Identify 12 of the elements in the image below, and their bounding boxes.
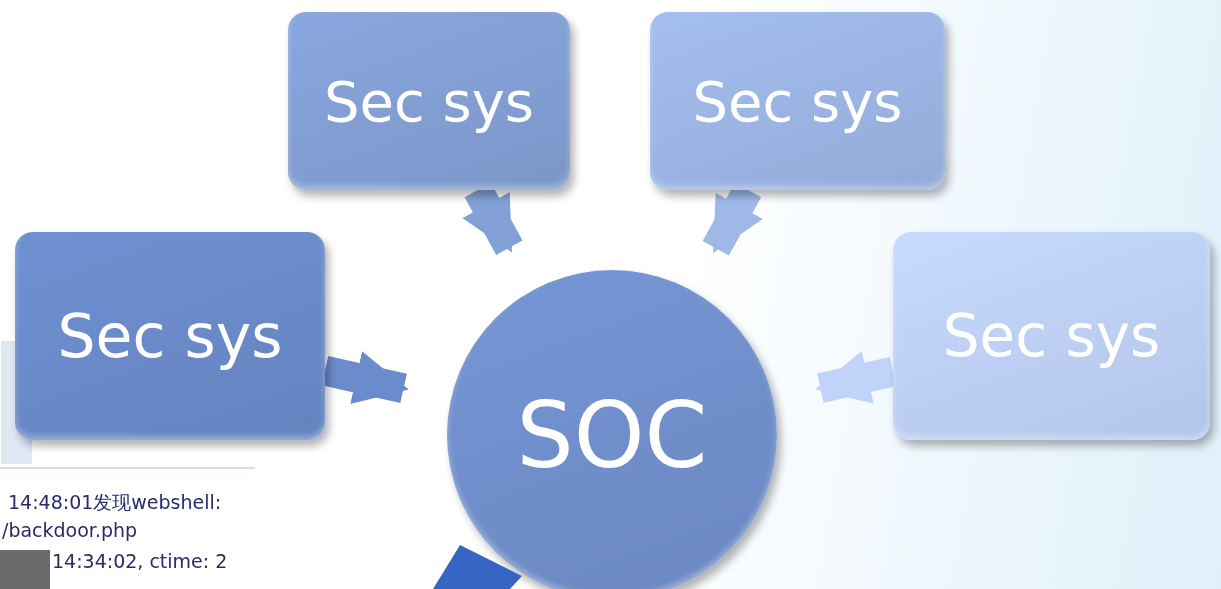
node-label: Sec sys [942, 302, 1161, 370]
log-text: /backdoor.php [2, 519, 138, 541]
log-text: 14:34:02, ctime: 2 [52, 550, 228, 572]
node-label: Sec sys [692, 68, 903, 134]
log-text: 14:48:01发现webshell: [8, 490, 222, 515]
system-box [288, 12, 570, 190]
node-label: Sec sys [323, 68, 535, 134]
node-label: SOC [516, 382, 708, 488]
node-label: Sec sys [57, 301, 283, 371]
system-box [15, 232, 325, 440]
system-box [893, 232, 1210, 440]
system-box [650, 12, 945, 190]
